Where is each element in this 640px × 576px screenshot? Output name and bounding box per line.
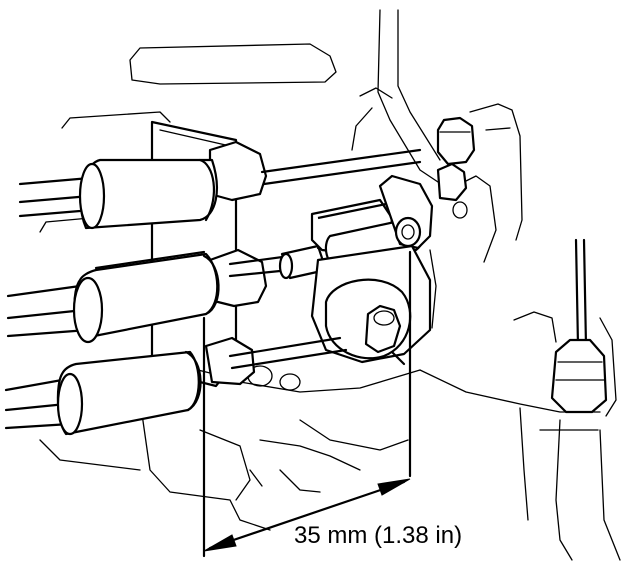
lower-cable xyxy=(4,350,202,436)
dimension-arrow-right xyxy=(377,478,411,496)
housing-outline xyxy=(39,9,621,561)
lower-lever xyxy=(310,244,432,366)
upper-rod xyxy=(260,148,422,186)
dimension-annotation xyxy=(202,250,412,558)
lower-rod xyxy=(228,336,348,370)
upper-cable xyxy=(18,158,218,230)
right-cable xyxy=(550,238,608,414)
upper-bolt xyxy=(436,116,476,219)
dimension-label: 35 mm (1.38 in) xyxy=(294,522,463,549)
middle-cable xyxy=(6,250,220,344)
dimension-arrow-left xyxy=(203,534,237,552)
